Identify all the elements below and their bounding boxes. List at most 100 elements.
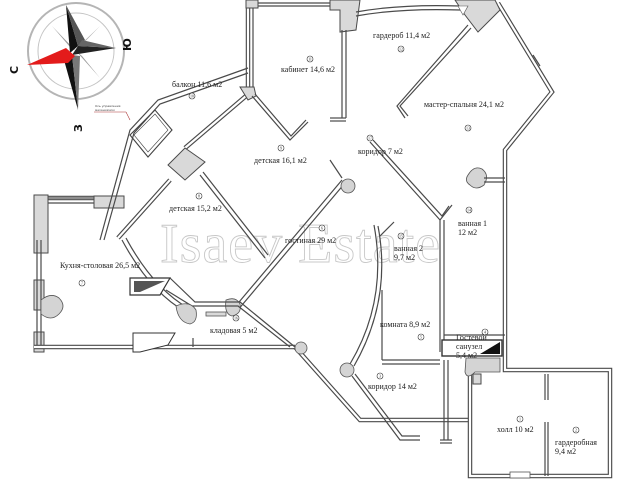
room-number: 2 <box>575 428 577 433</box>
balcony-fixture <box>129 109 173 158</box>
room-kabinet[interactable]: 11 кабинет 14,6 м2 <box>281 55 335 74</box>
east-window <box>532 54 541 67</box>
room-balkon[interactable]: 10 балкон 11,6 м2 <box>172 80 222 100</box>
compass-rose: С Ю З Ось управления механизмом <box>8 2 134 132</box>
komnata-column <box>339 362 355 378</box>
room-label: мастер-спальня 24,1 м2 <box>424 100 504 109</box>
room-koridor-14[interactable]: 3 коридор 14 м2 <box>368 372 417 391</box>
kitchen-sw-pier <box>33 331 45 353</box>
room-label: Гостевой <box>456 333 487 342</box>
detskaya16-south-wall <box>233 179 343 309</box>
gostinaya-column <box>225 298 241 317</box>
kabinet-south-wall <box>251 95 309 141</box>
detskaya-partition <box>199 174 266 259</box>
room-number: 1 <box>519 417 521 422</box>
room-label: детская 16,1 м2 <box>254 156 307 165</box>
room-number: 15 <box>399 234 403 239</box>
kladovaya-column <box>175 303 197 325</box>
room-number: 11 <box>308 57 312 62</box>
compass-point-right-shade <box>78 40 116 48</box>
compass-point-up <box>66 5 78 53</box>
corridor-column <box>294 341 308 355</box>
master-column <box>466 167 487 189</box>
room-number: 8 <box>198 194 200 199</box>
room-label: ванная 2 <box>394 244 423 253</box>
komnata-diagonal-wall <box>351 375 420 441</box>
room-komnata[interactable]: 5 комната 8,9 м2 <box>380 320 430 341</box>
kitchen-island-fill <box>134 281 165 292</box>
vent-shaft-fill <box>480 342 500 354</box>
kladovaya-north-wall <box>169 277 296 348</box>
balcony-outer-wall <box>99 67 249 241</box>
kitchen-round-column <box>40 295 64 319</box>
garderob-master-wall <box>396 24 469 119</box>
room-vannaya-2[interactable]: 15 ванная 2 9,7 м2 <box>394 232 423 262</box>
vannaya2-curve-wall <box>349 224 379 365</box>
north-center-pier <box>329 0 361 33</box>
north-pier-west <box>245 0 259 9</box>
room-label: коридор 7 м2 <box>358 147 403 156</box>
room-kladovaya[interactable]: 16 кладовая 5 м2 <box>210 314 257 335</box>
compass-north-label: С <box>8 66 21 74</box>
room-number: 6 <box>321 226 323 231</box>
room-gostinaya[interactable]: 6 гостиная 29 м2 <box>285 224 336 245</box>
room-number: 9 <box>280 146 282 151</box>
room-kitchen[interactable]: 7 Кухня-столовая 26,5 м2 <box>60 261 140 287</box>
hall-pier <box>472 373 482 385</box>
room-guest-wc[interactable]: 4 Гостевой санузел 5,4 м2 <box>456 328 489 360</box>
room-number: 14 <box>467 208 471 213</box>
room-number: 3 <box>379 374 381 379</box>
north-east-pier <box>454 0 501 33</box>
room-label-line2: санузел <box>456 342 482 351</box>
corridor7-stub <box>329 159 343 179</box>
room-label: гардероб 11,4 м2 <box>373 31 430 40</box>
room-label: детская 15,2 м2 <box>169 204 222 213</box>
corridor7-column <box>340 178 356 194</box>
compass-note-line2: механизмом <box>95 108 115 112</box>
room-detskaya-16[interactable]: 9 детская 16,1 м2 <box>254 144 307 165</box>
room-label: гардеробная <box>555 438 597 447</box>
room-label: комната 8,9 м2 <box>380 320 430 329</box>
room-vannaya-1[interactable]: 14 ванная 1 12 м2 <box>458 206 487 237</box>
room-detskaya-15[interactable]: 8 детская 15,2 м2 <box>169 192 222 213</box>
north-east-nook <box>457 5 469 16</box>
room-number: 5 <box>420 335 422 340</box>
room-number: 4 <box>484 330 486 335</box>
room-labels: 1 холл 10 м2 2 гардеробная 9,4 м2 3 кори… <box>60 31 597 456</box>
compass-point-down <box>64 55 78 110</box>
vannaya2-stub <box>379 221 395 237</box>
north-curve-wall <box>355 5 461 13</box>
room-label: коридор 14 м2 <box>368 382 417 391</box>
room-label: кладовая 5 м2 <box>210 326 257 335</box>
room-garderob[interactable]: 12 гардероб 11,4 м2 <box>373 31 430 53</box>
room-number: 13 <box>466 126 470 131</box>
room-area: 9,7 м2 <box>394 253 415 262</box>
entrance-door[interactable] <box>509 471 531 479</box>
room-label: балкон 11,6 м2 <box>172 80 222 89</box>
room-number: 12 <box>399 47 403 52</box>
room-label: гостиная 29 м2 <box>285 236 336 245</box>
room-area: 12 м2 <box>458 228 477 237</box>
compass-point-down-shade <box>72 55 80 110</box>
room-number: 10 <box>190 94 194 99</box>
compass-point-up-shade <box>66 5 85 46</box>
room-number: 17 <box>368 136 372 141</box>
room-label: ванная 1 <box>458 219 487 228</box>
room-label: холл 10 м2 <box>497 425 534 434</box>
guest-wc-fixture <box>464 357 501 377</box>
room-master-bedroom[interactable]: 13 мастер-спальня 24,1 м2 <box>424 100 504 132</box>
compass-note-line1: Ось управления <box>95 104 121 108</box>
kitchen-west-pier <box>33 279 45 311</box>
compass-north-point <box>27 48 75 65</box>
compass-note-leader <box>125 111 131 121</box>
room-number: 16 <box>234 316 238 321</box>
room-label: Кухня-столовая 26,5 м2 <box>60 261 140 270</box>
compass-point-right <box>72 46 116 55</box>
exterior-walls <box>33 0 613 479</box>
room-hall[interactable]: 1 холл 10 м2 <box>497 415 534 434</box>
room-garderobnaya[interactable]: 2 гардеробная 9,4 м2 <box>555 426 597 456</box>
room-koridor-7[interactable]: 17 коридор 7 м2 <box>358 134 403 156</box>
room-area: 5,4 м2 <box>456 351 477 360</box>
compass-west-label: З <box>72 124 85 132</box>
